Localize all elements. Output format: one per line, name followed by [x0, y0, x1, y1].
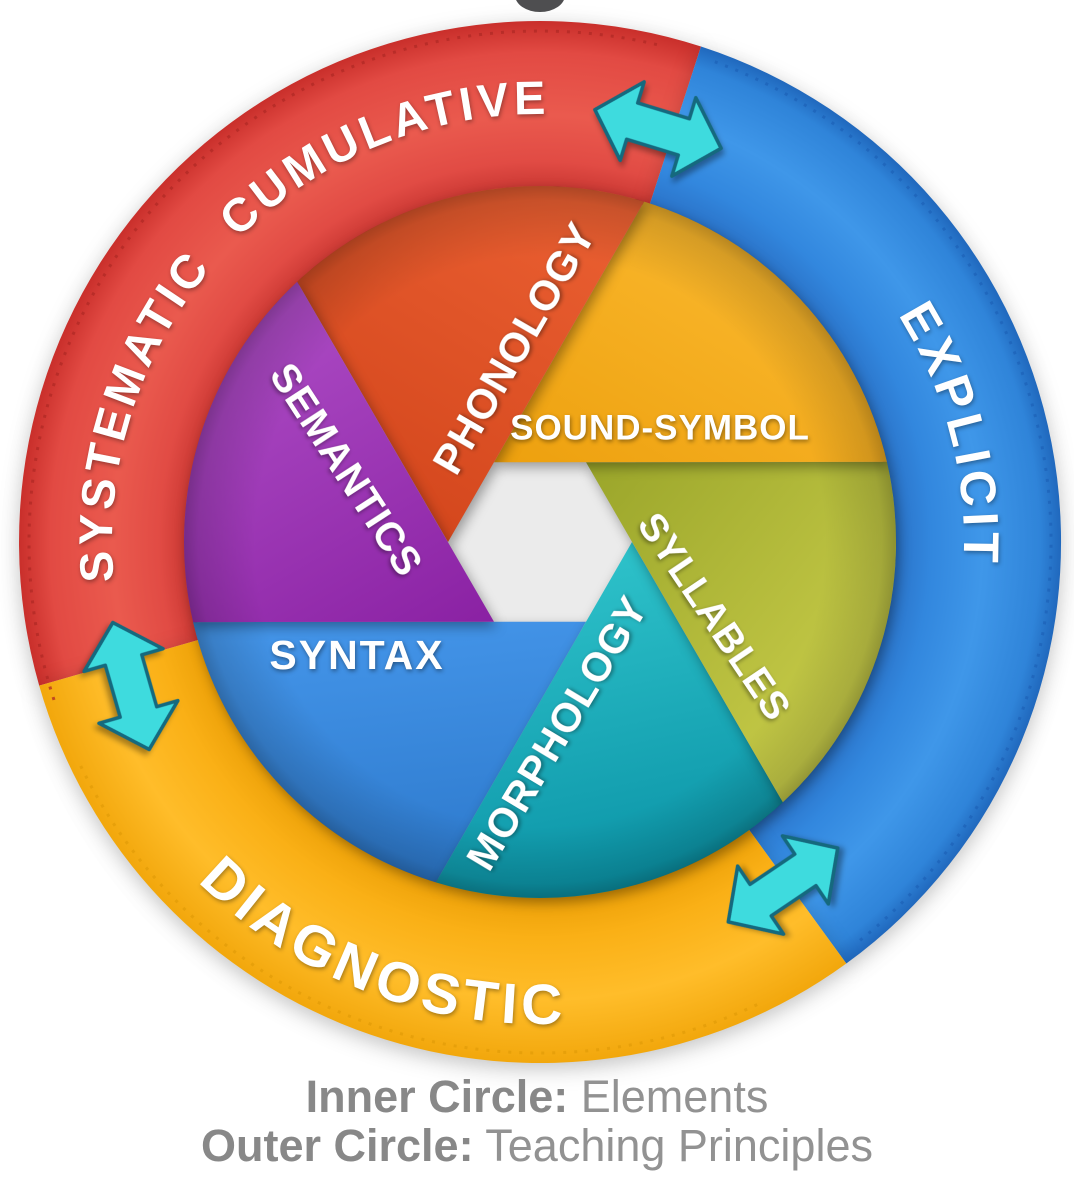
caption: Inner Circle: Elements Outer Circle: Tea…: [0, 1072, 1074, 1170]
caption-inner-normal: Elements: [568, 1071, 769, 1122]
inner-circle: [183, 186, 897, 898]
caption-line-outer-circle: Outer Circle: Teaching Principles: [0, 1121, 1074, 1170]
ring-stitch-orange: [79, 765, 765, 1055]
label-syntax: SYNTAX: [269, 632, 444, 678]
label-sound-symbol: SOUND-SYMBOL: [510, 409, 810, 448]
caption-inner-bold: Inner Circle:: [305, 1071, 569, 1122]
inner-circle-vignette: [184, 186, 896, 898]
caption-line-inner-circle: Inner Circle: Elements: [0, 1072, 1074, 1121]
ring-segment-explicit: [648, 46, 1062, 964]
ring-segment-diagnostic: [39, 639, 847, 1064]
cropped-dark-shape: [516, 0, 564, 12]
caption-outer-normal: Teaching Principles: [473, 1120, 873, 1171]
caption-outer-bold: Outer Circle:: [201, 1120, 474, 1171]
